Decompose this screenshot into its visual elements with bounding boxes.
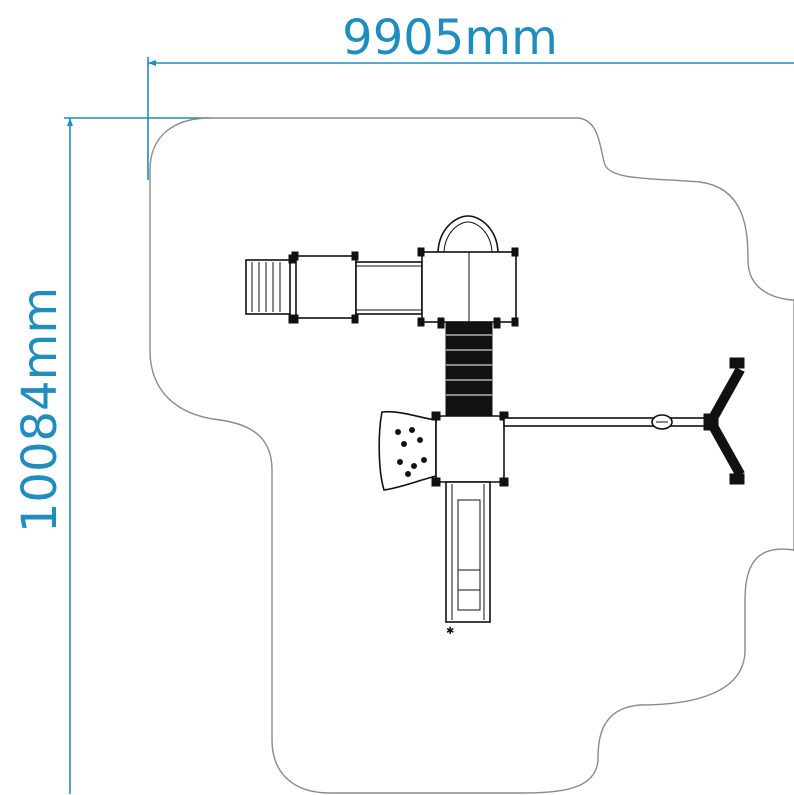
width-arrow-icon xyxy=(148,60,156,66)
lower-tower xyxy=(431,411,509,487)
small-platform xyxy=(291,251,359,324)
height-arrow-icon xyxy=(67,118,73,126)
ladder xyxy=(245,254,296,324)
width-dimension: 9905mm xyxy=(147,10,794,180)
upper-tower xyxy=(417,215,519,329)
climbing-wall xyxy=(378,410,437,491)
width-label: 9905mm xyxy=(342,10,558,66)
dome-roof xyxy=(437,215,499,255)
bridge xyxy=(355,261,423,315)
height-dimension: 10084mm xyxy=(12,117,210,794)
slide: ✱ xyxy=(445,481,491,637)
climbing-section xyxy=(445,321,493,419)
height-label: 10084mm xyxy=(12,287,68,533)
slide-end-mark: ✱ xyxy=(446,626,454,637)
swing-beam xyxy=(503,357,745,485)
